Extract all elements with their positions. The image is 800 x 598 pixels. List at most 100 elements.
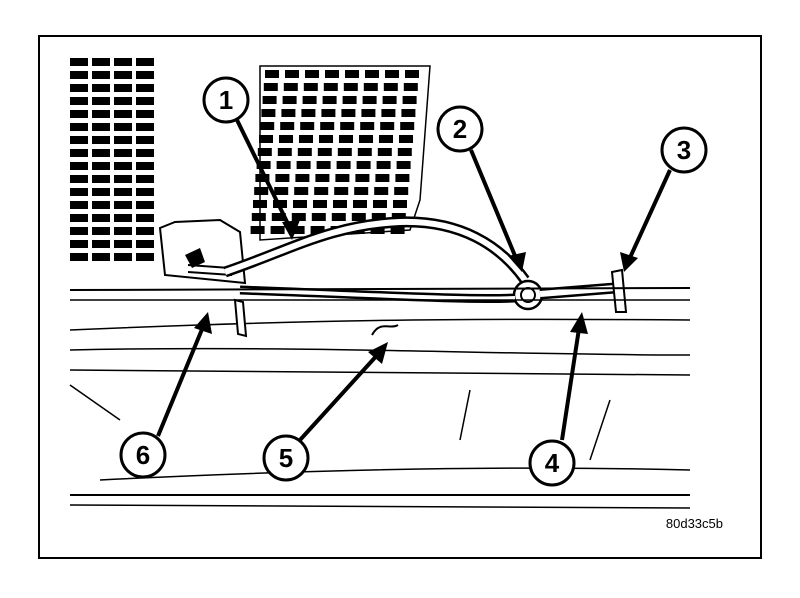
callout-3: 3 [660,126,708,174]
grille-slat [334,187,349,195]
grille-slat [305,70,319,78]
grille-slat [265,70,279,78]
callout-2: 2 [436,105,484,153]
grille-slat [360,122,375,130]
grille-slat [356,161,371,169]
callout-4: 4 [528,439,576,487]
grille-slat [321,109,336,117]
grille-slat [114,188,132,196]
body-contour-3 [589,399,611,461]
grille-slat [136,149,154,157]
grille-slat [343,83,358,91]
grille-slat [114,162,132,170]
grille-slat [291,213,306,221]
grille-slat [335,174,350,182]
grille-slat [114,97,132,105]
grille-slat [282,96,297,104]
grille-slat [382,96,397,104]
cowl-panel-lower [69,318,691,331]
grille-slat [323,83,338,91]
grille-slat [383,83,398,91]
grille-slat [92,71,110,79]
grille-slat [405,70,419,78]
lower-washer-hose-core [239,288,516,301]
grille-slat [316,161,331,169]
grille-slat [351,213,366,221]
figure-border [38,35,762,559]
cowl-panel-bottom [69,347,691,356]
grille-slat [373,200,387,208]
grille-slat [377,148,392,156]
grille-slat [114,58,132,66]
grille-slat [251,213,266,221]
grille-slat [279,135,293,143]
grille-slat [375,174,390,182]
grille-slat [297,148,312,156]
grille-slat [342,96,357,104]
callout-5-label: 5 [279,443,293,473]
figure-code: 80d33c5b [666,516,723,531]
grille-slat [250,226,265,234]
arrowhead-2 [508,252,526,272]
grille-slat [136,227,154,235]
grille-slat [280,122,295,130]
left-grille [70,58,154,261]
arrowhead-1 [282,220,300,240]
arrowhead-4 [570,312,588,334]
grille-slat [136,84,154,92]
grille-slat [281,109,296,117]
grille-slat [92,188,110,196]
grille-slat [401,109,416,117]
grille-slat [365,70,379,78]
grille-slat [396,161,411,169]
grille-slat [345,70,359,78]
leader-arrows [156,117,672,442]
grille-slat [92,84,110,92]
grille-slat [315,174,330,182]
grille-slat [70,71,88,79]
grille-slat [271,213,286,221]
grille-slat [263,83,278,91]
callout-1-label: 1 [219,85,233,115]
grille-slat [70,136,88,144]
upper-washer-hose-core [224,218,528,282]
grille-slat [92,149,110,157]
grille-slat [70,162,88,170]
small-clip [233,298,248,338]
body-contour-1 [69,384,121,421]
grille-slat [114,175,132,183]
callout-6-label: 6 [136,440,150,470]
grille-slat [70,58,88,66]
grille-slat [322,96,337,104]
grille-slat [362,96,377,104]
grille-slat [353,200,367,208]
grille-slat [262,96,277,104]
grille-slat [325,70,339,78]
grille-slat [274,187,289,195]
grille-slat [394,187,409,195]
grille-slat [354,187,369,195]
grille-slat [114,123,132,131]
arrowhead-3 [620,252,638,272]
grille-slat [276,161,291,169]
grille-slat [136,214,154,222]
callout-2-label: 2 [453,114,467,144]
grille-slat [136,253,154,261]
grille-slat [114,136,132,144]
grille-slat [376,161,391,169]
grille-slat [92,214,110,222]
grille-slat [70,149,88,157]
grille-slat [92,253,110,261]
grille-slat [70,214,88,222]
grille-slat [70,201,88,209]
grille-slat [277,148,292,156]
grille-slat [114,201,132,209]
arrow-6 [156,321,207,437]
right-grille [250,70,419,234]
grille-slat [337,148,352,156]
body-bottom-line-2 [69,504,691,509]
arrow-5 [298,350,382,442]
grille-slat [114,227,132,235]
grille-slat [270,226,285,234]
